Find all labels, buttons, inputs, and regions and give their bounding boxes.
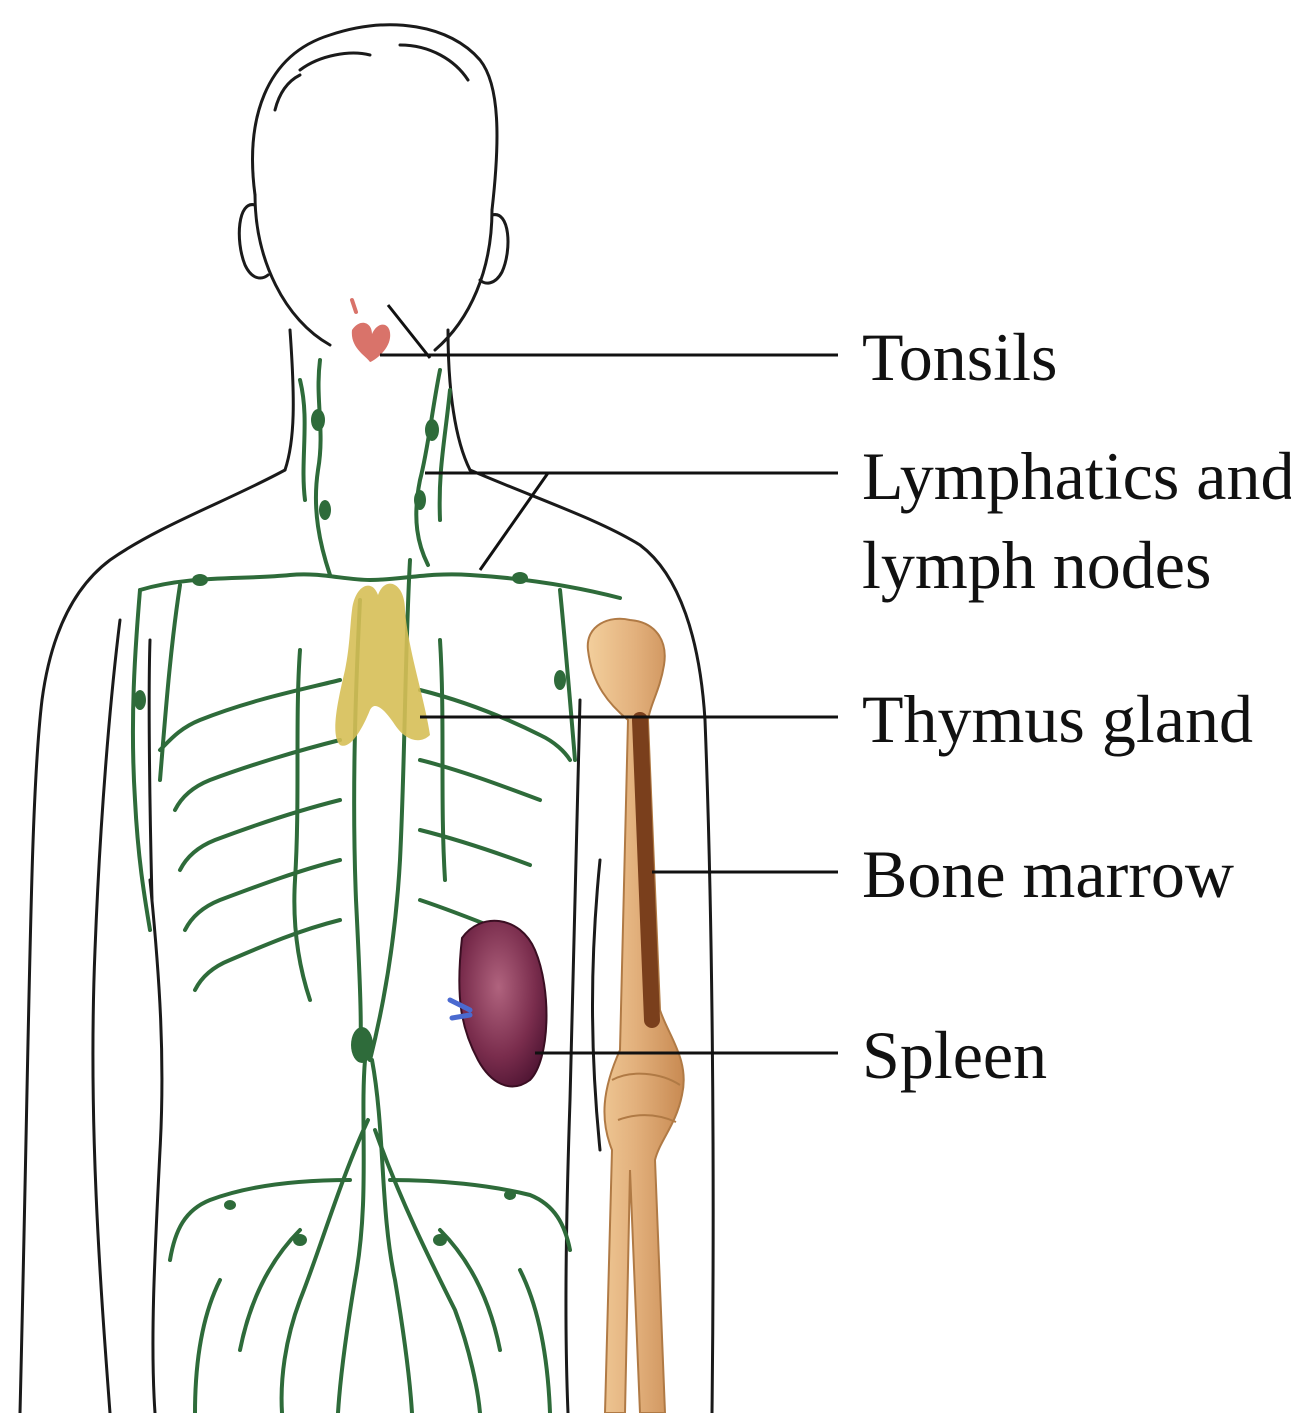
lymph-nodes <box>134 409 566 1246</box>
lymphatics-label-line2: lymph nodes <box>862 526 1211 604</box>
spleen-organ <box>450 921 546 1087</box>
tonsils-leader-secondary <box>388 305 430 358</box>
bone-marrow-label: Bone marrow <box>862 835 1234 913</box>
tonsils-organ <box>352 300 390 362</box>
thymus-label: Thymus gland <box>862 680 1253 758</box>
lymphatic-vessels <box>133 360 620 1413</box>
thymus-organ <box>335 584 430 746</box>
lymphatics-label-line1: Lymphatics and <box>862 437 1291 515</box>
body-outline <box>20 25 713 1413</box>
spleen-label: Spleen <box>862 1016 1047 1094</box>
arm-bone <box>588 619 684 1413</box>
tonsils-label: Tonsils <box>862 318 1058 396</box>
